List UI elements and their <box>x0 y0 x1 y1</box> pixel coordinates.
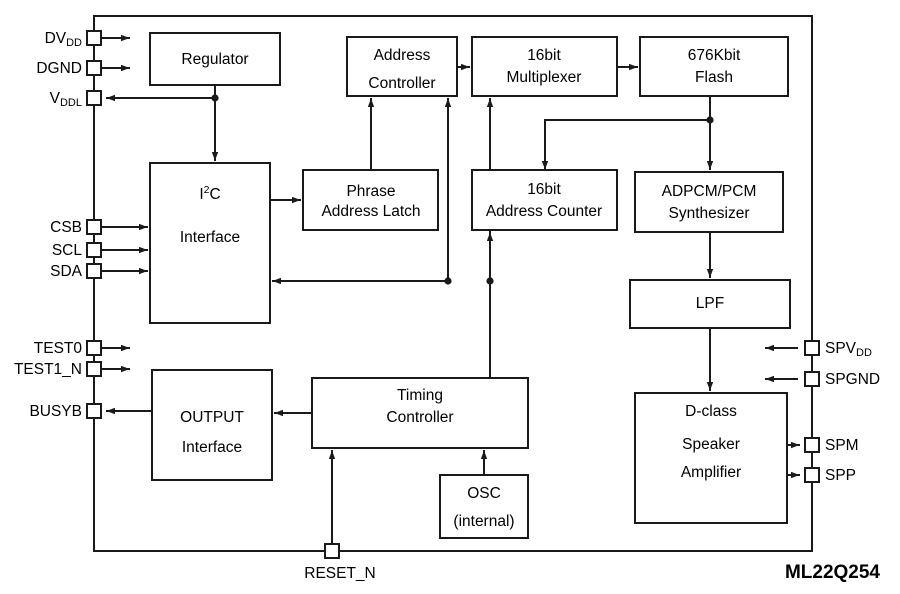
label-osc-1: OSC <box>467 485 501 502</box>
pin-square-test0[interactable] <box>86 340 102 356</box>
pin-square-vddl[interactable] <box>86 90 102 106</box>
label-mux-1: 16bit <box>527 47 561 64</box>
pin-label-vddl: VDDL <box>50 90 82 109</box>
label-addrctl-1: Address <box>374 47 431 64</box>
label-amp-3: Amplifier <box>681 464 741 481</box>
pin-layer-bottom: RESET_N <box>304 543 376 582</box>
block-text-layer: Regulator I2C Interface Phrase Address L… <box>180 47 757 530</box>
label-flash-2: Flash <box>695 69 733 86</box>
pin-square-spgnd[interactable] <box>804 371 820 387</box>
label-amp-2: Speaker <box>682 436 740 453</box>
block-phrase-address-latch[interactable] <box>302 169 439 231</box>
pin-label-test1n: TEST1_N <box>14 361 82 378</box>
label-flash-1: 676Kbit <box>688 47 741 64</box>
pin-label-sda: SDA <box>50 263 83 280</box>
pin-square-test1n[interactable] <box>86 361 102 377</box>
pin-square-scl[interactable] <box>86 242 102 258</box>
label-phrase-1: Phrase <box>346 183 395 200</box>
label-synth-1: ADPCM/PCM <box>662 183 757 200</box>
pin-layer-left <box>86 30 102 419</box>
pin-label-spgnd: SPGND <box>825 371 880 388</box>
pin-label-resetn: RESET_N <box>304 565 376 582</box>
pin-label-dgnd: DGND <box>36 60 82 77</box>
block-address-counter[interactable] <box>471 169 618 231</box>
pin-square-sda[interactable] <box>86 263 102 279</box>
block-layer <box>149 32 791 539</box>
pin-square-csb[interactable] <box>86 219 102 235</box>
label-regulator: Regulator <box>181 51 248 68</box>
pin-square-dvdd[interactable] <box>86 30 102 46</box>
block-osc[interactable] <box>439 474 529 539</box>
pin-square-dgnd[interactable] <box>86 60 102 76</box>
label-osc-2: (internal) <box>453 513 514 530</box>
label-addrctl-2: Controller <box>368 75 435 92</box>
pin-label-busyb: BUSYB <box>29 403 82 420</box>
pin-label-spvdd: SPVDD <box>825 340 872 359</box>
pin-label-csb: CSB <box>50 219 82 236</box>
label-i2c: I2C <box>199 184 220 203</box>
label-amp-1: D-class <box>685 403 737 420</box>
block-speaker-amplifier[interactable] <box>634 392 788 524</box>
pin-square-resetn[interactable] <box>324 543 340 559</box>
block-multiplexer[interactable] <box>471 36 618 97</box>
pin-label-spm: SPM <box>825 437 859 454</box>
pin-square-spp[interactable] <box>804 467 820 483</box>
label-output-1: OUTPUT <box>180 409 244 426</box>
pin-square-spm[interactable] <box>804 437 820 453</box>
label-addrcnt-1: 16bit <box>527 181 561 198</box>
pin-layer-right <box>804 340 820 483</box>
pin-label-layer-left: DVDD DGND VDDL CSB SCL SDA TEST0 TEST1_N… <box>14 30 83 420</box>
block-lpf[interactable] <box>629 279 791 329</box>
label-addrcnt-2: Address Counter <box>486 203 602 220</box>
label-output-2: Interface <box>182 439 242 456</box>
block-output-interface[interactable] <box>151 369 273 481</box>
label-i2c-interface: Interface <box>180 229 240 246</box>
label-mux-2: Multiplexer <box>507 69 582 86</box>
block-timing-controller[interactable] <box>311 377 529 449</box>
pin-label-dvdd: DVDD <box>45 30 82 49</box>
part-number: ML22Q254 <box>785 562 880 583</box>
label-timing-2: Controller <box>386 409 453 426</box>
label-lpf: LPF <box>696 295 724 312</box>
pin-label-layer-right: SPVDD SPGND SPM SPP <box>825 340 880 484</box>
pin-label-spp: SPP <box>825 467 856 484</box>
block-regulator[interactable] <box>149 32 281 86</box>
pin-square-busyb[interactable] <box>86 403 102 419</box>
wire-flash-to-addrcnt <box>541 119 711 170</box>
block-adpcm-pcm-synthesizer[interactable] <box>634 171 784 233</box>
junction-bus-a <box>444 277 452 285</box>
pin-square-spvdd[interactable] <box>804 340 820 356</box>
label-phrase-2: Address Latch <box>321 203 420 220</box>
pin-label-test0: TEST0 <box>34 340 83 357</box>
label-synth-2: Synthesizer <box>669 205 750 222</box>
block-i2c-interface[interactable] <box>149 162 271 324</box>
block-address-controller[interactable] <box>346 36 458 97</box>
junction-reg-vddl <box>211 94 219 102</box>
pin-label-scl: SCL <box>52 242 83 259</box>
label-timing-1: Timing <box>397 387 443 404</box>
block-flash[interactable] <box>639 36 789 97</box>
